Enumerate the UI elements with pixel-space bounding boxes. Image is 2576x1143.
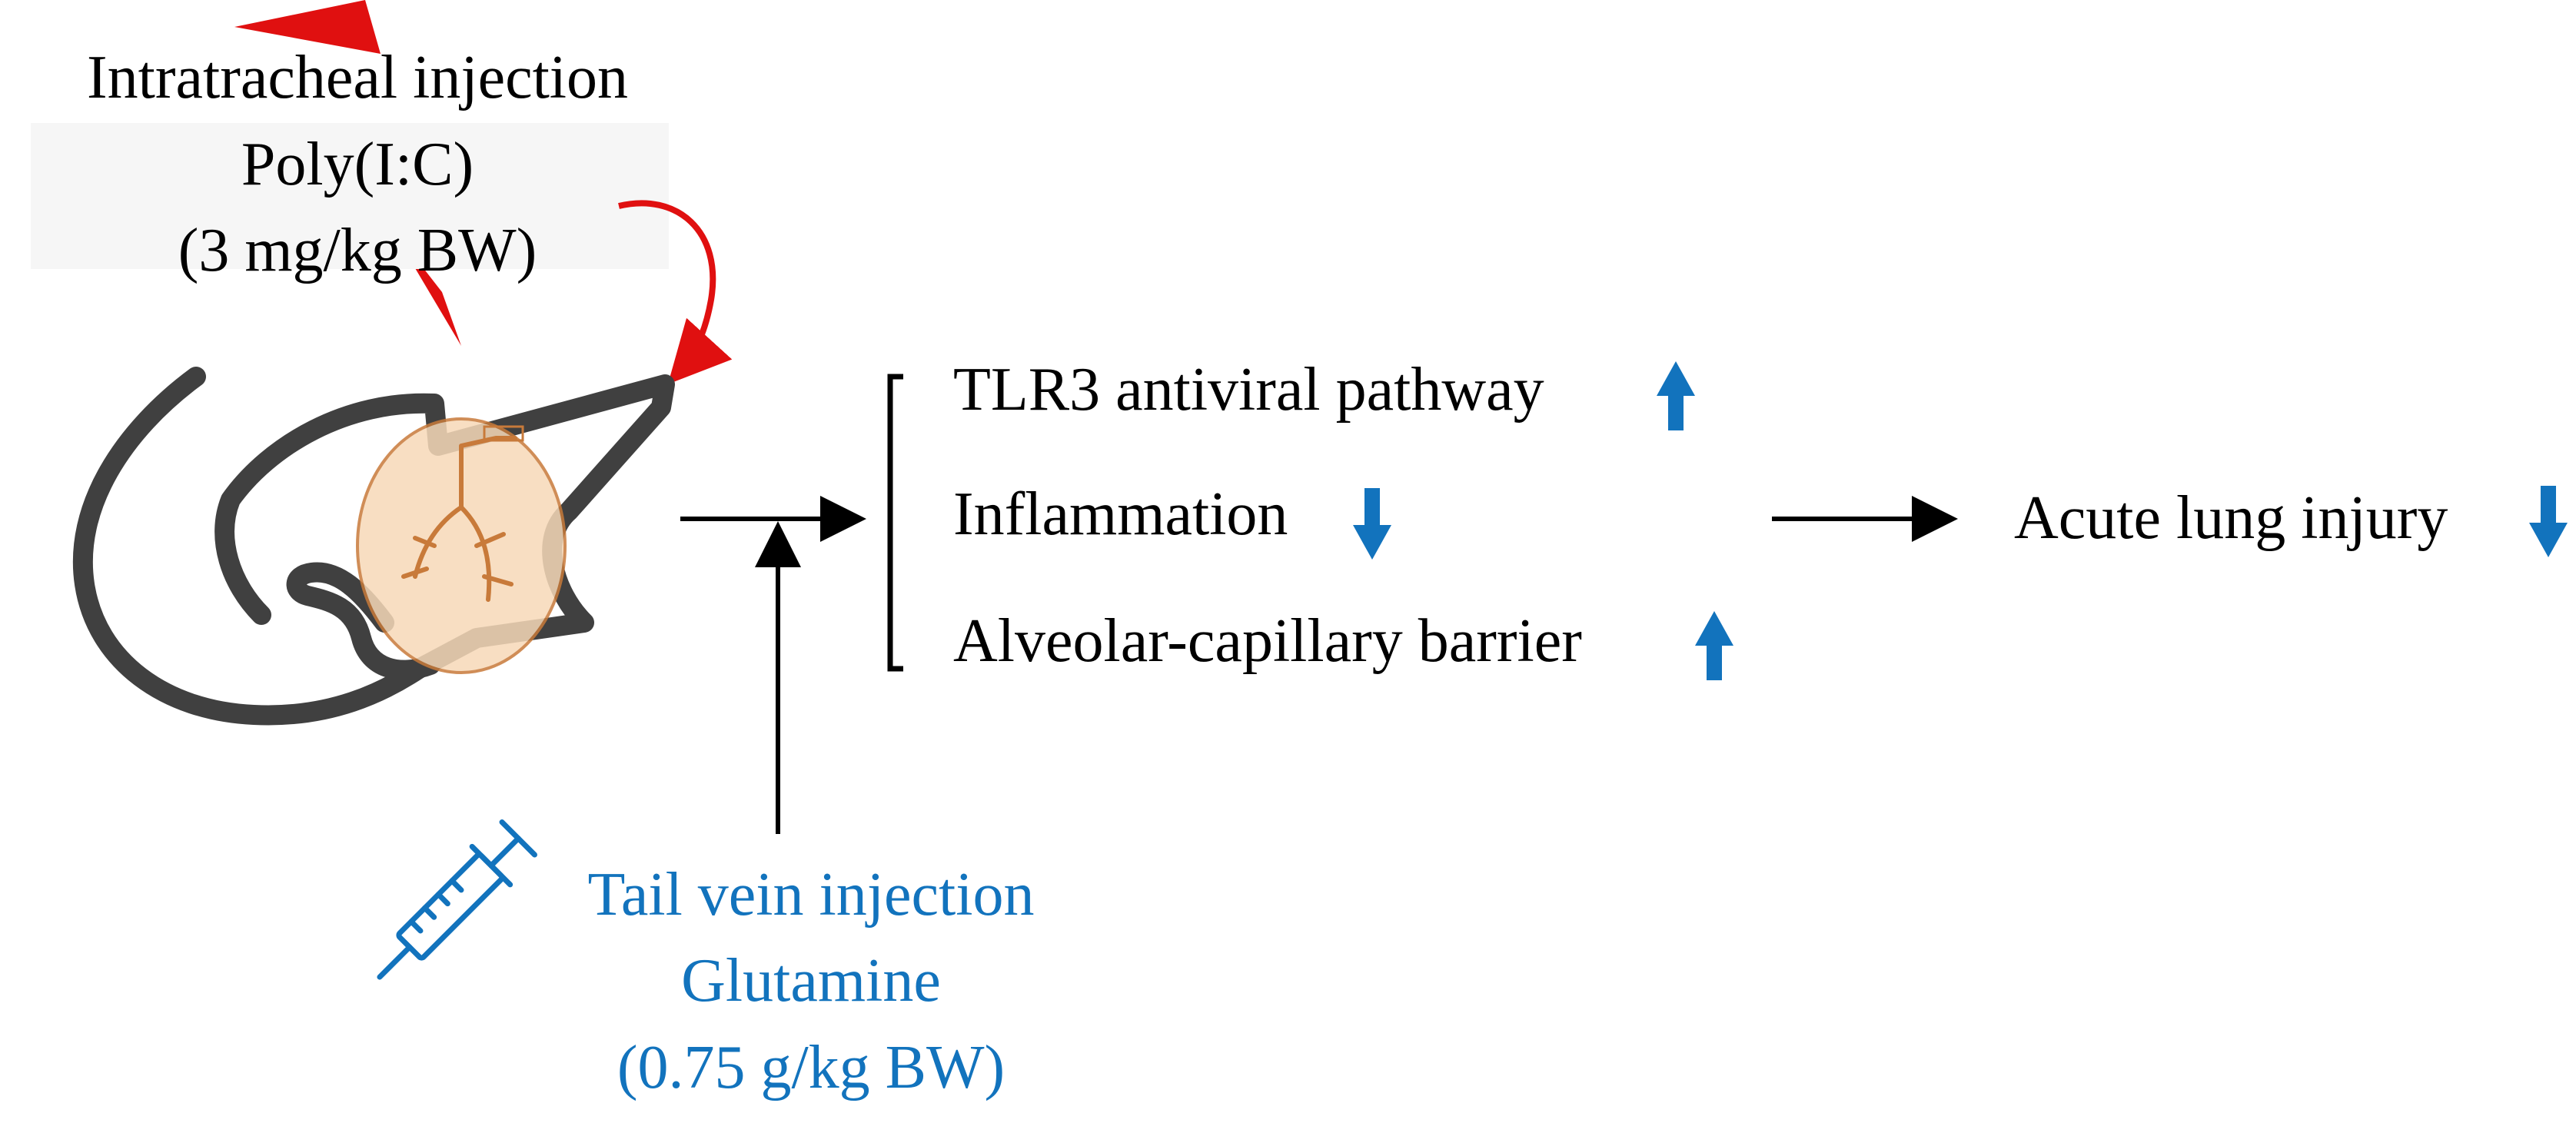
tail-vein-line3: (0.75 g/kg BW) <box>617 1034 1005 1101</box>
syringe-icon <box>377 819 537 980</box>
arrow-up-icon <box>1657 361 1695 430</box>
arrow-up-icon <box>1695 611 1733 680</box>
tail-vein-line1: Tail vein injection <box>588 861 1035 929</box>
effects-list: TLR3 antiviral pathway Inflammation Alve… <box>953 356 1582 675</box>
intratracheal-line3: (3 mg/kg BW) <box>178 217 537 284</box>
effect-tlr3-label: TLR3 antiviral pathway <box>953 356 1544 424</box>
tail-vein-line2: Glutamine <box>681 947 941 1015</box>
effects-bracket <box>887 374 903 672</box>
effect-inflammation-label: Inflammation <box>953 480 1288 548</box>
arrow-down-icon <box>2529 486 2568 557</box>
lung-icon <box>356 417 567 674</box>
intratracheal-line1: Intratracheal injection <box>87 44 628 111</box>
red-triangle-top <box>234 0 381 54</box>
curved-arrow-icon <box>618 200 733 384</box>
text-highlight <box>31 123 669 269</box>
outcome-label: Acute lung injury <box>2014 484 2448 552</box>
effect-barrier-label: Alveolar-capillary barrier <box>953 607 1582 675</box>
intratracheal-line2: Poly(I:C) <box>241 131 474 198</box>
intratracheal-label: Intratracheal injection Poly(I:C) (3 mg/… <box>87 44 628 284</box>
arrow-down-icon <box>1353 488 1391 560</box>
tail-vein-label: Tail vein injection Glutamine (0.75 g/kg… <box>588 861 1035 1101</box>
